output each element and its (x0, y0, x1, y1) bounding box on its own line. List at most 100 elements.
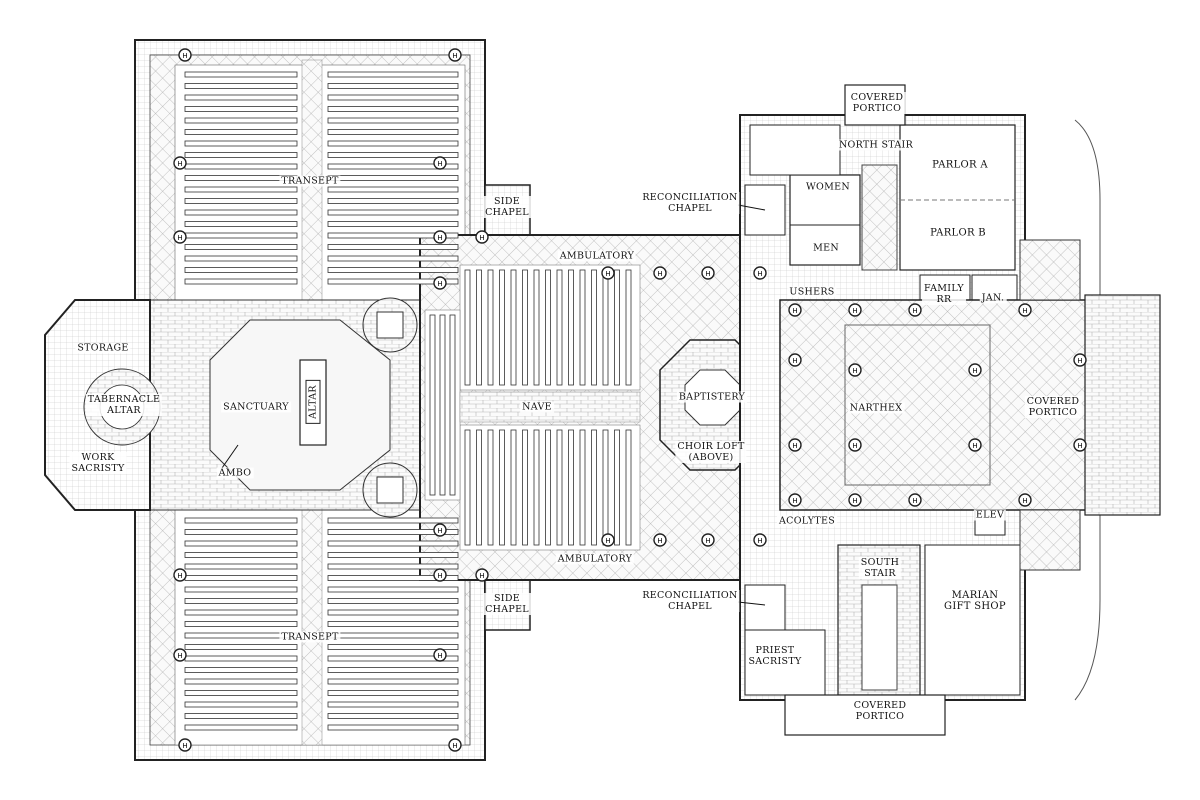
column-marker: H (792, 442, 797, 450)
pew (568, 429, 574, 546)
pew (327, 598, 459, 604)
column: H (448, 738, 462, 752)
pew (327, 209, 459, 216)
pew (327, 632, 459, 639)
column-marker: H (705, 270, 710, 278)
pew (327, 575, 459, 581)
column-marker: H (792, 497, 797, 505)
pew (327, 244, 459, 250)
pew (487, 269, 494, 386)
column-marker: H (177, 160, 182, 168)
label-sanctuary: SANCTUARY (221, 401, 291, 413)
column: H (848, 303, 862, 317)
pew (556, 269, 563, 386)
column-marker: H (1077, 442, 1082, 450)
pew (184, 209, 298, 216)
column: H (908, 493, 922, 507)
pew (184, 644, 298, 650)
pew (545, 269, 551, 386)
pew (533, 429, 540, 546)
pew (327, 690, 459, 696)
label-acolytes: ACOLYTES (776, 515, 838, 527)
pew (625, 429, 632, 546)
pew (614, 429, 620, 546)
column-marker: H (182, 742, 187, 750)
column: H (433, 523, 447, 537)
column: H (908, 303, 922, 317)
pew (184, 575, 298, 581)
label-women: WOMEN (803, 181, 853, 193)
column: H (433, 276, 447, 290)
column: H (753, 533, 767, 547)
column: H (1018, 303, 1032, 317)
pew (327, 221, 459, 227)
pew (184, 690, 298, 696)
pew (510, 429, 517, 546)
label-ambulatory-north: AMBULATORY (557, 250, 637, 262)
label-parlor-b: PARLOR B (928, 227, 988, 239)
column: H (178, 48, 192, 62)
label-choir-loft: CHOIR LOFT(ABOVE) (675, 441, 747, 463)
pew (184, 540, 298, 547)
column-marker: H (177, 234, 182, 242)
column: H (848, 363, 862, 377)
pew (184, 255, 298, 262)
column-marker: H (912, 307, 917, 315)
pew (591, 269, 597, 386)
column-marker: H (705, 537, 710, 545)
column: H (848, 493, 862, 507)
column-marker: H (437, 572, 442, 580)
column-marker: H (757, 537, 762, 545)
column: H (653, 266, 667, 280)
pew (327, 713, 459, 719)
pew (184, 163, 298, 170)
column-marker: H (452, 742, 457, 750)
column-marker: H (972, 442, 977, 450)
column: H (178, 738, 192, 752)
pew (184, 221, 298, 227)
pew (184, 563, 298, 570)
pew (568, 269, 574, 386)
pew (327, 129, 459, 135)
pew (184, 94, 298, 101)
pew (327, 175, 459, 181)
pew (327, 655, 459, 662)
pew (184, 586, 298, 593)
pew (327, 586, 459, 593)
pew (184, 186, 298, 193)
label-baptistery: BAPTISTERY (676, 391, 748, 403)
pew (327, 563, 459, 570)
column: H (701, 533, 715, 547)
pew (327, 94, 459, 101)
pew (522, 429, 528, 546)
pew (602, 269, 609, 386)
pew (327, 117, 459, 124)
column: H (433, 568, 447, 582)
pew (327, 278, 459, 285)
pew (184, 267, 298, 273)
parlor-a-b (899, 124, 1016, 271)
pew (327, 163, 459, 170)
pew (499, 269, 505, 386)
pew (184, 129, 298, 135)
label-ambo: AMBO (216, 467, 254, 479)
label-north-stair: NORTH STAIR (836, 139, 916, 151)
column-marker: H (437, 652, 442, 660)
column: H (433, 156, 447, 170)
column: H (788, 303, 802, 317)
pew (327, 552, 459, 558)
pew (327, 667, 459, 673)
pew (327, 140, 459, 147)
label-men: MEN (811, 242, 841, 254)
column-marker: H (852, 442, 857, 450)
pew (545, 429, 551, 546)
column: H (173, 648, 187, 662)
